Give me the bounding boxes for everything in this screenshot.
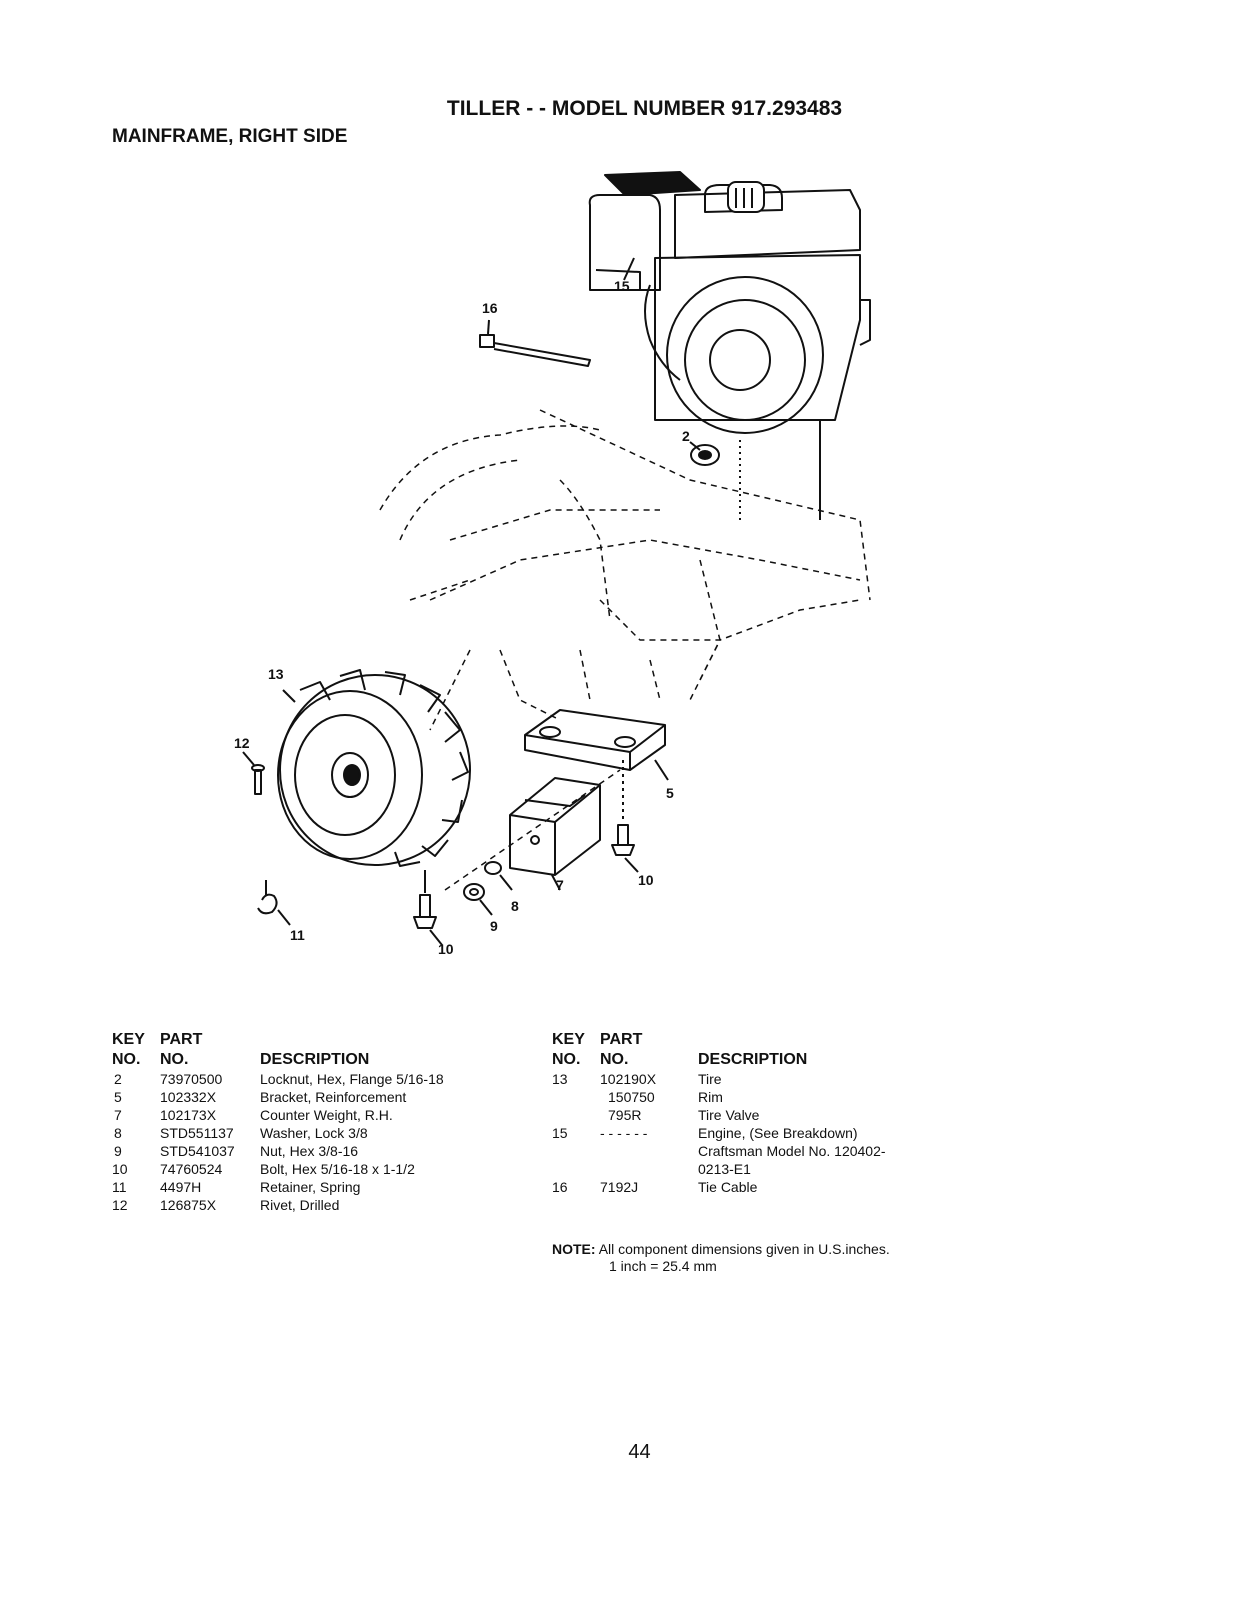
table-row: 0213-E1 [698,1161,751,1177]
table-header-row: NO. NO. DESCRIPTION [112,1050,532,1070]
hex-nut-illustration [463,883,493,916]
mainframe-dashed-outline [379,409,871,731]
note-line-1: All component dimensions given in U.S.in… [598,1241,890,1257]
callout-10-right: 10 [638,872,654,888]
page-number: 44 [628,1441,651,1463]
callout-10-left: 10 [438,941,454,957]
section-subtitle: MAINFRAME, RIGHT SIDE [112,126,348,147]
header-key-no: NO. [552,1051,581,1068]
bolt-left-illustration [413,870,443,946]
callout-7: 7 [556,877,564,893]
callout-8: 8 [511,898,519,914]
table-row: 15- - - - - -Engine, (See Breakdown) [552,1125,858,1141]
page-title: TILLER - - MODEL NUMBER 917.293483 [446,97,843,120]
header-part: PART [600,1031,643,1048]
callout-13: 13 [268,666,284,682]
note-line-2: 1 inch = 25.4 mm [609,1258,717,1274]
counter-weight-illustration [509,777,601,891]
header-part-no: NO. [600,1051,629,1068]
table-header-row: KEY PART [552,1030,972,1050]
table-header-row: NO. NO. DESCRIPTION [552,1050,972,1070]
header-part: PART [160,1031,203,1048]
rivet-illustration [242,751,265,795]
callout-15: 15 [614,278,630,294]
header-key: KEY [112,1031,145,1048]
exploded-parts-diagram [242,171,871,946]
tie-cable-illustration [479,334,591,367]
header-key-no: NO. [112,1051,141,1068]
locknut-illustration [690,444,720,466]
tire-wheel-illustration [277,669,471,867]
table-row: Craftsman Model No. 120402- [698,1143,886,1159]
callout-11: 11 [290,927,305,943]
spring-retainer-illustration [257,880,291,926]
table-header-row: KEY PART [112,1030,532,1050]
header-description: DESCRIPTION [260,1051,370,1068]
header-part-no: NO. [160,1051,189,1068]
header-description: DESCRIPTION [698,1051,808,1068]
callout-9: 9 [490,918,498,934]
dimensions-note: NOTE: All component dimensions given in … [552,1241,890,1275]
callout-16: 16 [482,300,498,316]
reinforcement-bracket-illustration [524,709,669,781]
callout-12: 12 [234,735,250,751]
bolt-right-illustration [611,760,639,873]
note-label: NOTE: [552,1241,596,1257]
engine-illustration [588,171,871,520]
callout-5: 5 [666,785,674,801]
callout-2: 2 [682,428,690,444]
header-key: KEY [552,1031,585,1048]
lock-washer-illustration [484,861,502,875]
